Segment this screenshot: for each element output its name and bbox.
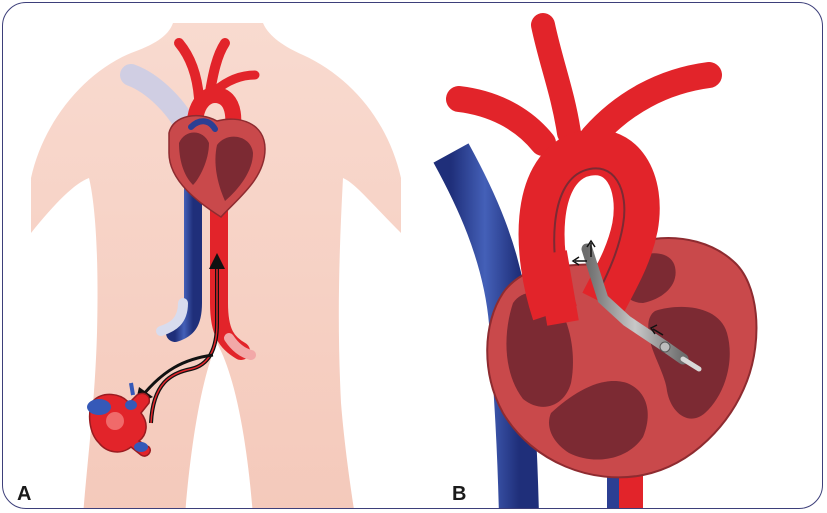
panel-label-b: B: [452, 484, 466, 504]
catheter-marker: [660, 342, 670, 352]
panel-a-body-diagram: [31, 23, 401, 509]
ascending-aorta-b: [551, 253, 563, 323]
panel-label-a: A: [17, 484, 31, 504]
panel-b-heart-diagram: [451, 25, 756, 509]
left-carotid-b: [543, 25, 569, 133]
illustration: [3, 3, 823, 509]
left-subclavian-b: [593, 75, 709, 137]
brachiocephalic-artery: [459, 99, 543, 143]
